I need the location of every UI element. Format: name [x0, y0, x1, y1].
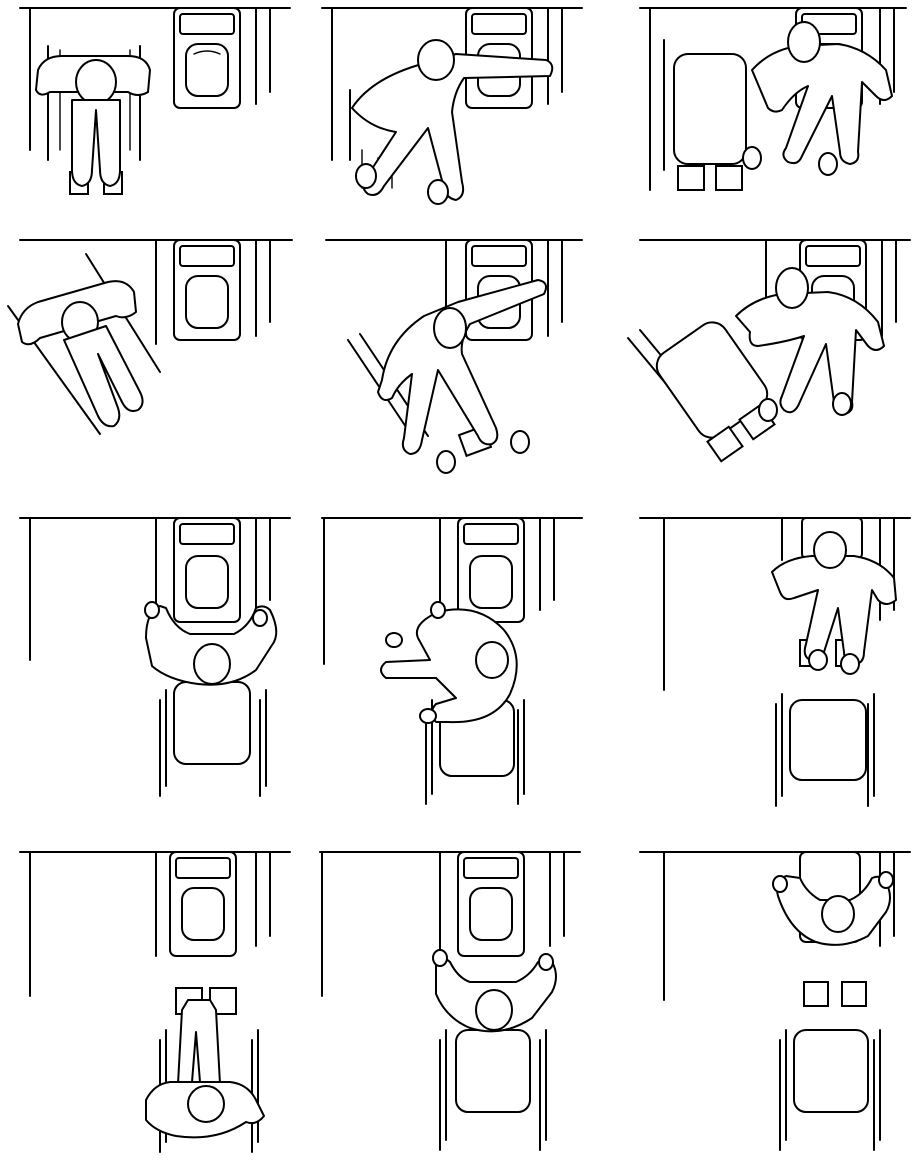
person [352, 40, 552, 204]
panel-r1c3 [640, 8, 906, 190]
toilet [440, 852, 524, 956]
toilet [156, 518, 240, 622]
person [145, 602, 276, 685]
toilet [440, 518, 524, 622]
grab-bar [550, 852, 564, 946]
panel-r2c2 [326, 240, 582, 473]
panel-r3c3 [640, 518, 910, 806]
person [146, 1000, 264, 1137]
grab-bar [882, 240, 896, 336]
person [772, 532, 896, 674]
grab-bar [540, 518, 554, 610]
person [743, 22, 892, 175]
grab-bar [256, 240, 270, 336]
person [773, 872, 893, 945]
person [381, 602, 517, 723]
wheelchair [664, 40, 746, 190]
toilet [174, 8, 240, 108]
grab-bar [256, 518, 270, 610]
grab-bar [548, 8, 562, 104]
panel-r3c1 [20, 518, 290, 796]
panel-r4c2 [320, 852, 580, 1150]
wheelchair [440, 1030, 546, 1150]
toilet [156, 852, 236, 956]
panel-r2c1 [8, 240, 292, 434]
person [36, 56, 150, 186]
panel-r3c2 [322, 518, 582, 804]
panel-r1c2 [322, 8, 582, 204]
panel-r1c1 [20, 8, 290, 194]
wheelchair [780, 982, 880, 1150]
panel-r4c1 [20, 852, 290, 1152]
wheelchair [160, 682, 266, 796]
panel-r2c3 [628, 240, 910, 461]
toilet [156, 240, 240, 344]
grab-bar [256, 852, 270, 946]
person [18, 281, 143, 426]
person [433, 950, 556, 1031]
grab-bar [256, 8, 270, 104]
panel-r4c3 [640, 852, 910, 1150]
grab-bar [548, 240, 562, 336]
